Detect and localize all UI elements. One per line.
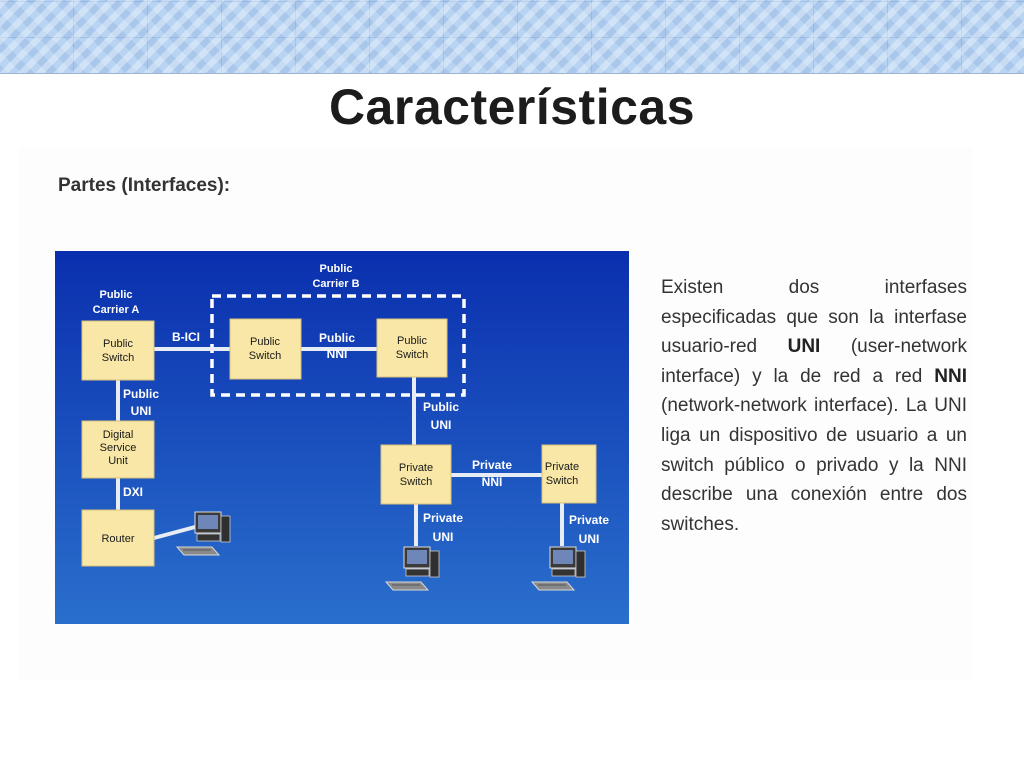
link-layer <box>116 347 564 546</box>
description-part: Existen dos interfases especificadas que… <box>661 277 967 358</box>
terminal-icon <box>384 546 440 591</box>
terminal-icon <box>530 546 586 591</box>
nni-term: NNI <box>934 365 967 387</box>
header-decorative-band <box>0 0 1024 74</box>
section-heading: Partes (Interfaces): <box>58 175 231 196</box>
terminal-icon <box>175 511 231 556</box>
carrier-b-boundary <box>210 294 466 397</box>
description-text: Existen dos interfases especificadas que… <box>661 273 967 539</box>
link-router-terminal <box>153 525 196 540</box>
slide-title: Características <box>328 79 696 135</box>
uni-term: UNI <box>787 336 821 358</box>
node-router: Router <box>81 509 155 567</box>
node-label: Router <box>101 533 134 545</box>
link-label-b-ici: B-ICI <box>172 330 200 344</box>
link-label-dxi: DXI <box>123 485 143 499</box>
description-part: (user-network interface) y la de red a r… <box>661 336 967 387</box>
description-part: (network-network interface). La UNI liga… <box>661 395 967 535</box>
